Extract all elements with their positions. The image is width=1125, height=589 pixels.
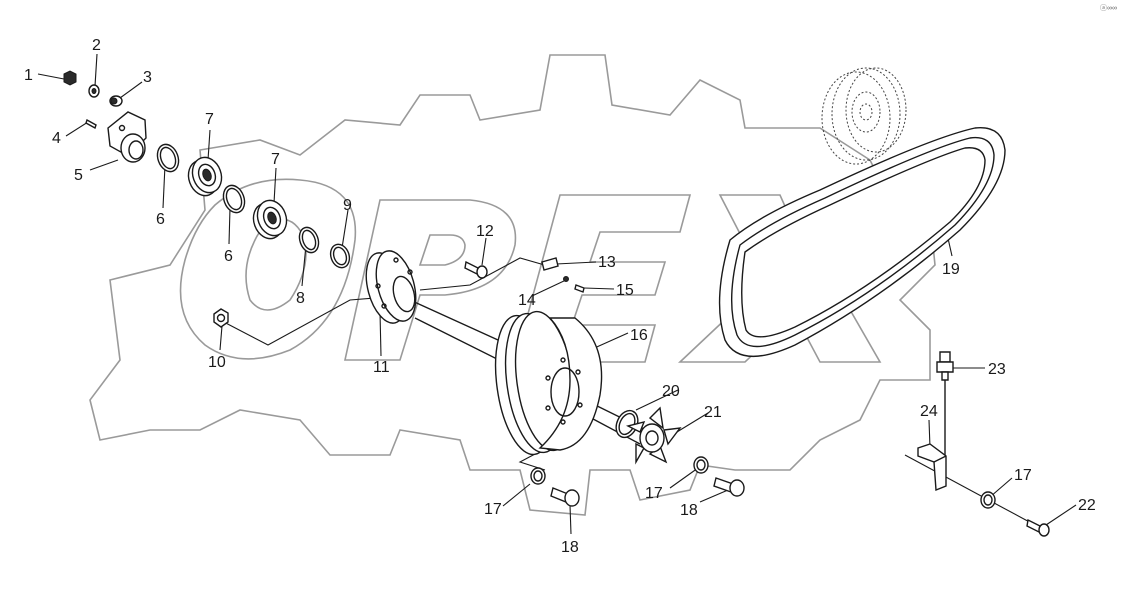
pin-part-4	[85, 118, 97, 130]
bracket-axis-line	[904, 454, 1036, 526]
callout-4: 4	[52, 130, 61, 147]
sleeve-part-3	[109, 95, 123, 107]
callout-2: 2	[92, 37, 101, 54]
callout-13: 13	[598, 254, 616, 271]
bolt-part-12	[464, 260, 488, 279]
callout-1: 1	[24, 67, 33, 84]
callout-7a: 7	[205, 111, 214, 128]
callout-5: 5	[74, 167, 83, 184]
callout-18a: 18	[561, 539, 579, 556]
watermark-gear	[89, 54, 936, 516]
washer-part-17c	[980, 491, 996, 509]
hub-flange-part-11	[365, 250, 417, 324]
callout-23: 23	[988, 361, 1006, 378]
callout-15: 15	[616, 282, 634, 299]
fan-part-21	[625, 406, 682, 465]
callout-6a: 6	[156, 211, 165, 228]
callout-20: 20	[662, 383, 680, 400]
flange-housing-part-5	[107, 111, 147, 163]
washer-part-17b	[693, 456, 709, 474]
key-part-13	[541, 257, 559, 271]
callout-7b: 7	[271, 151, 280, 168]
screw-part-15	[574, 284, 585, 293]
callout-17c: 17	[1014, 467, 1032, 484]
callout-3: 3	[143, 69, 152, 86]
snap-ring-part-6a	[156, 143, 180, 173]
callout-24: 24	[920, 403, 938, 420]
washer-part-2	[88, 84, 100, 98]
callout-21: 21	[704, 404, 722, 421]
callout-19: 19	[942, 261, 960, 278]
belt-part-19	[718, 126, 1006, 357]
ring-part-9	[329, 243, 351, 269]
callout-9: 9	[343, 197, 352, 214]
nut-part-1	[63, 70, 77, 86]
callout-16: 16	[630, 327, 648, 344]
callout-6b: 6	[224, 248, 233, 265]
snap-ring-part-6b	[222, 184, 246, 214]
callout-11: 11	[373, 359, 390, 376]
washer-part-17a	[530, 467, 546, 485]
drive-pulley-part-19	[821, 67, 907, 165]
pulley-part-16	[494, 310, 603, 456]
bearing-part-7b	[252, 199, 288, 240]
nut-part-10	[213, 308, 229, 328]
callout-10: 10	[208, 354, 226, 371]
callout-18b: 18	[680, 502, 698, 519]
ring-part-8	[298, 226, 320, 254]
corner-mark: ⓐ∞∞	[1100, 4, 1117, 12]
screw-part-22	[1026, 518, 1050, 537]
callout-labels: 1 2 3 4 5 6 6 7 7 8 9 10 11 12 13 14 15 …	[24, 37, 1096, 556]
callout-14: 14	[518, 292, 536, 309]
bolt-part-18b	[713, 477, 745, 497]
callout-8: 8	[296, 290, 305, 307]
leader-lines	[37, 53, 1077, 535]
bracket-part-24	[917, 443, 947, 492]
washer-part-14	[563, 276, 569, 282]
callout-17a: 17	[484, 501, 502, 518]
callout-17b: 17	[645, 485, 663, 502]
callout-22: 22	[1078, 497, 1096, 514]
bearing-part-7a	[187, 156, 223, 197]
callout-12: 12	[476, 223, 494, 240]
bolt-part-18a	[550, 487, 580, 507]
